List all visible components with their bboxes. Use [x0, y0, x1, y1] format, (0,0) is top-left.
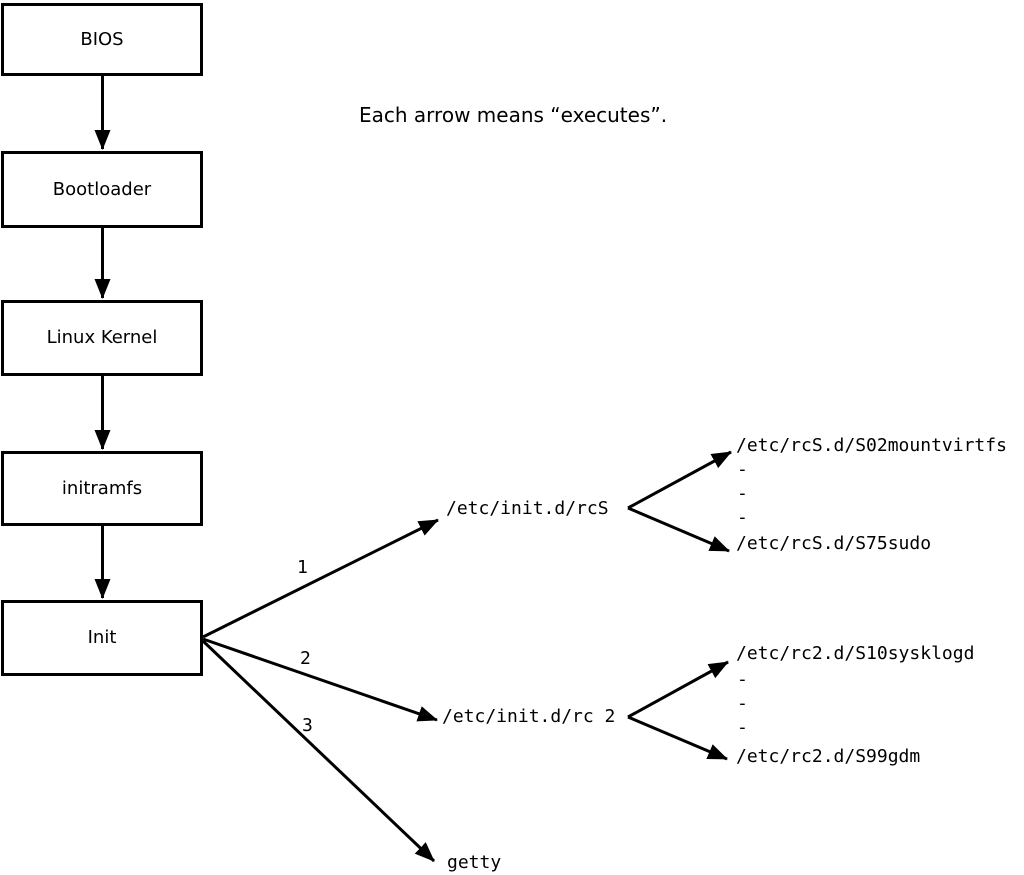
node-bootloader: Bootloader	[1, 151, 203, 228]
arrow-init-to-rc2	[202, 637, 438, 722]
rcs-ellipsis-dash-2: -	[737, 483, 748, 504]
rcs-ellipsis-dash-3: -	[737, 507, 748, 528]
rc2-ellipsis-dash-1: -	[737, 669, 748, 690]
arrow-rcs-to-s02mountvirtfs	[627, 450, 732, 510]
label-etc-initd-rcs: /etc/init.d/rcS	[446, 498, 609, 519]
edge-label-3: 3	[302, 715, 313, 736]
node-initramfs: initramfs	[1, 451, 203, 526]
node-linux-kernel-label: Linux Kernel	[46, 327, 158, 348]
rcs-ellipsis-dash-1: -	[737, 459, 748, 480]
label-rcs-s75sudo: /etc/rcS.d/S75sudo	[736, 533, 932, 554]
label-rc2-s99gdm: /etc/rc2.d/S99gdm	[736, 746, 921, 767]
node-bootloader-label: Bootloader	[52, 178, 152, 200]
node-bios: BIOS	[1, 3, 203, 76]
node-init: Init	[1, 600, 203, 676]
label-rc2-s10sysklogd: /etc/rc2.d/S10sysklogd	[736, 643, 975, 664]
rc2-ellipsis-dash-2: -	[737, 693, 748, 714]
legend-note: Each arrow means “executes”.	[359, 103, 668, 127]
node-bios-label: BIOS	[80, 28, 124, 50]
arrow-rc2-to-s10sysklogd	[627, 660, 729, 719]
edge-label-1: 1	[297, 557, 308, 578]
node-linux-kernel: Linux Kernel	[1, 300, 203, 376]
arrow-init-to-rcs	[202, 518, 439, 639]
node-initramfs-label: initramfs	[61, 477, 143, 499]
rc2-ellipsis-dash-3: -	[737, 717, 748, 738]
arrow-rc2-to-s99gdm	[627, 715, 728, 761]
node-init-label: Init	[87, 627, 117, 648]
label-getty: getty	[447, 852, 502, 873]
arrow-rcs-to-s75sudo	[627, 506, 730, 553]
arrow-init-to-getty	[201, 639, 436, 863]
edge-label-2: 2	[300, 648, 311, 669]
label-rcs-s02mountvirtfs: /etc/rcS.d/S02mountvirtfs	[736, 435, 1007, 456]
label-etc-initd-rc2: /etc/init.d/rc 2	[442, 706, 616, 727]
